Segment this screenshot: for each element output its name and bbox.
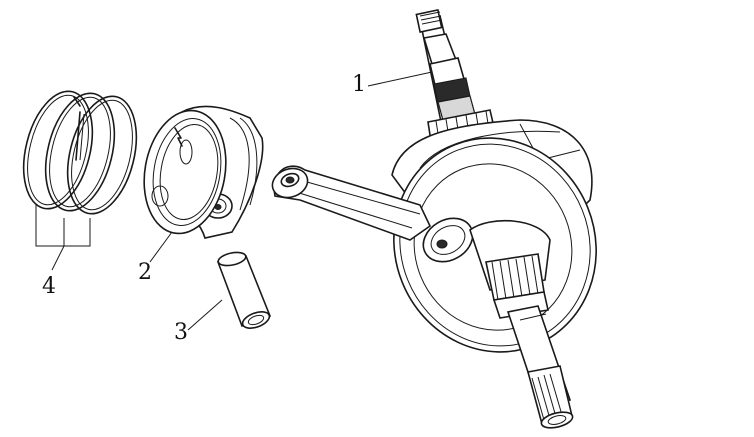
callout-2: 2 bbox=[138, 260, 152, 285]
wrist-pin bbox=[216, 251, 272, 329]
leader-1 bbox=[367, 71, 433, 87]
piston-rings bbox=[22, 90, 138, 215]
piston bbox=[143, 105, 264, 239]
leader-4 bbox=[35, 205, 91, 271]
leader-2 bbox=[149, 231, 173, 263]
crankshaft-assembly bbox=[271, 8, 597, 429]
callout-3: 3 bbox=[174, 320, 188, 345]
leader-3 bbox=[187, 299, 223, 331]
callout-4: 4 bbox=[42, 274, 56, 299]
callout-1: 1 bbox=[352, 72, 366, 97]
